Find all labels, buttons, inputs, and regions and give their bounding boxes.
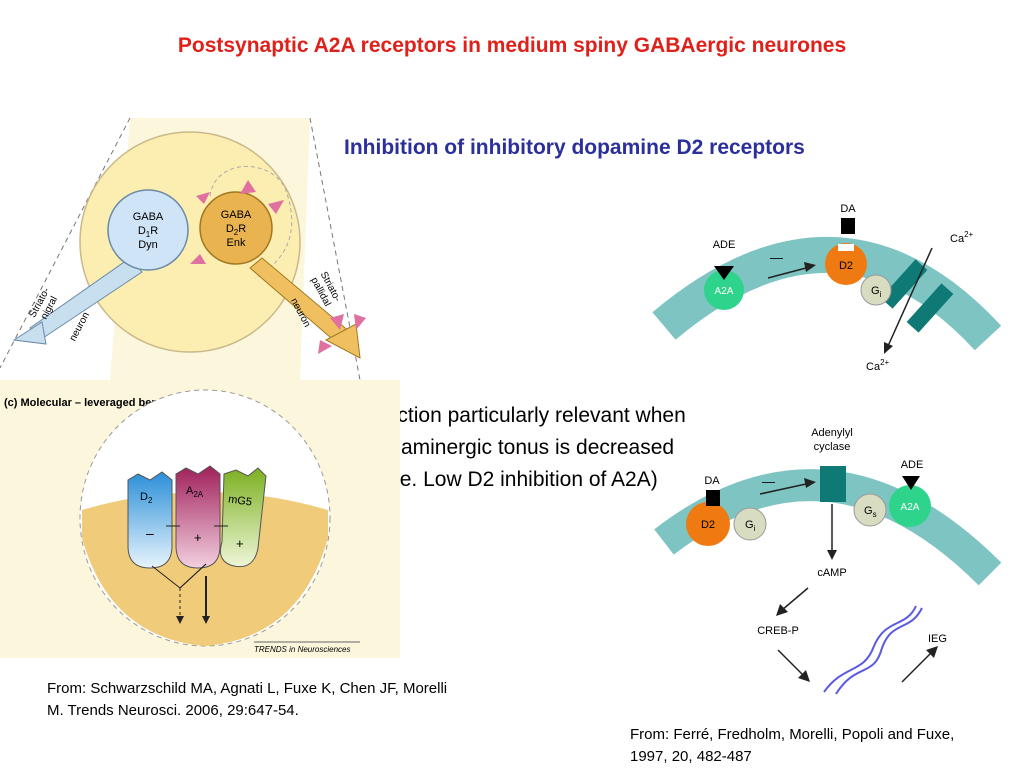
- da-label: DA: [840, 203, 856, 215]
- citation-left: From: Schwarzschild MA, Agnati L, Fuxe K…: [47, 678, 517, 722]
- da-label: DA: [704, 475, 720, 487]
- slide-title: Postsynaptic A2A receptors in medium spi…: [177, 34, 847, 57]
- d2-label: D2: [839, 260, 853, 272]
- gi-label: Gi: [745, 519, 756, 533]
- zoom-line: [0, 117, 131, 369]
- citation-line: 1997, 20, 482-487: [630, 748, 752, 765]
- citation-line: From: Schwarzschild MA, Agnati L, Fuxe K…: [47, 680, 448, 697]
- inhibition-minus: —: [770, 250, 783, 265]
- d2-label: D2: [701, 519, 715, 531]
- a2a-receptor: [175, 465, 221, 569]
- mglu5-receptor: [220, 467, 267, 568]
- receptor-spike: [190, 254, 206, 264]
- ade-label: ADE: [901, 459, 924, 471]
- striatal-neuron-figure: GABA D1R Dyn GABA D2R Enk Striato- nigra…: [0, 117, 400, 658]
- adenylyl-cyclase-label: cyclase: [814, 441, 851, 453]
- adenylyl-cyclase: [820, 466, 846, 502]
- receptor-spike: [330, 314, 344, 330]
- arrowhead: [827, 550, 837, 560]
- gs-label: Gs: [864, 505, 877, 519]
- citation-line: M. Trends Neurosci. 2006, 29:647-54.: [47, 702, 299, 719]
- minus-sign: –: [146, 525, 154, 541]
- receptor-spike: [318, 340, 332, 354]
- cell1-label: D1R: [138, 225, 158, 239]
- signal-line: [179, 563, 207, 589]
- note-line: (i.e. Low D2 inhibition of A2A): [382, 468, 658, 491]
- camp-label: cAMP: [817, 567, 846, 579]
- arrowhead: [926, 646, 938, 658]
- inhibition-minus: —: [762, 474, 775, 489]
- arrowhead: [176, 616, 184, 624]
- note-line: dopaminergic tonus is decreased: [365, 436, 675, 459]
- plus-sign: +: [194, 530, 202, 545]
- arrowhead: [804, 478, 816, 488]
- adenosine-ligand: [902, 476, 920, 490]
- cell2-label: Enk: [227, 237, 246, 249]
- calcium-channel: [906, 283, 954, 333]
- d2-receptor: [686, 502, 730, 546]
- cell1-label: Dyn: [138, 239, 158, 251]
- d2-cell-body: [199, 191, 273, 265]
- cell2-label: GABA: [221, 209, 252, 221]
- a2a-label: A2A: [901, 502, 920, 513]
- a2a-receptor: [704, 270, 744, 310]
- zoom-outline: [209, 166, 293, 279]
- cell2-label: D2R: [226, 223, 246, 237]
- ieg-label: IEG: [928, 633, 947, 645]
- arrowhead: [776, 604, 788, 616]
- receptor-label: D2: [140, 491, 153, 505]
- slide-subtitle: Inhibition of inhibitory dopamine D2 rec…: [344, 136, 805, 159]
- creb-label: CREB-P: [757, 625, 799, 637]
- dopamine-ligand: [706, 490, 720, 506]
- pathway-arrow: [777, 649, 805, 677]
- plus-sign: +: [236, 536, 244, 551]
- a2a-receptor: [889, 485, 931, 527]
- arrowhead: [798, 670, 810, 682]
- dna-helix: [823, 605, 917, 693]
- receptor-label: A2A: [186, 485, 204, 499]
- journal-label: TRENDS in Neurosciences: [254, 645, 350, 654]
- calcium-label: Ca2+: [950, 230, 974, 245]
- gi-protein: [860, 274, 892, 306]
- receptor-spike: [240, 180, 256, 194]
- d2-a2a-membrane-diagram: Ca2+ Ca2+ A2A ADE — D2 DA Gi: [652, 203, 1002, 373]
- arrowhead: [202, 616, 210, 624]
- pathway-arrow: [781, 587, 809, 611]
- cell1-label: GABA: [133, 211, 164, 223]
- note-line: An action particularly relevant when: [354, 404, 686, 427]
- adenosine-ligand: [714, 266, 734, 280]
- binding-notch: [838, 244, 854, 251]
- d1-cell-body: [107, 189, 189, 271]
- calcium-channel: [880, 259, 928, 309]
- pathway-arrow: [901, 651, 933, 683]
- dna-helix: [835, 607, 923, 695]
- inhibition-arrow: [759, 483, 807, 495]
- receptor-spike: [196, 192, 210, 204]
- explanatory-note: An action particularly relevant when dop…: [300, 400, 740, 496]
- panel-c-label: (c) Molecular – leveraged benefits?: [4, 397, 188, 409]
- dopamine-ligand: [841, 218, 855, 234]
- a2a-label: A2A: [715, 286, 734, 297]
- ade-label: ADE: [713, 239, 736, 251]
- d2-receptor: [825, 243, 867, 285]
- citation-line: From: Ferré, Fredholm, Morelli, Popoli a…: [630, 726, 955, 743]
- adenylyl-cyclase-diagram: Adenylyl cyclase cAMP D2 DA Gi — Gs A2A …: [654, 427, 1002, 695]
- gs-protein: [853, 493, 887, 527]
- receptor-label: mG5: [227, 493, 252, 508]
- receptor-spike: [354, 314, 366, 330]
- citation-right: From: Ferré, Fredholm, Morelli, Popoli a…: [630, 724, 1010, 768]
- axon-terminal: [324, 323, 361, 359]
- adenylyl-cyclase-label: Adenylyl: [811, 427, 853, 439]
- receptor-spike: [268, 200, 284, 214]
- axon-terminal: [12, 321, 47, 345]
- gi-label: Gi: [871, 285, 882, 299]
- d2-receptor: [127, 471, 173, 569]
- inhibition-arrow: [767, 267, 807, 279]
- gi-protein: [733, 507, 767, 541]
- arrowhead: [884, 342, 893, 354]
- calcium-flux-arrow: [887, 247, 933, 347]
- calcium-label: Ca2+: [866, 358, 890, 373]
- arrowhead: [804, 262, 816, 272]
